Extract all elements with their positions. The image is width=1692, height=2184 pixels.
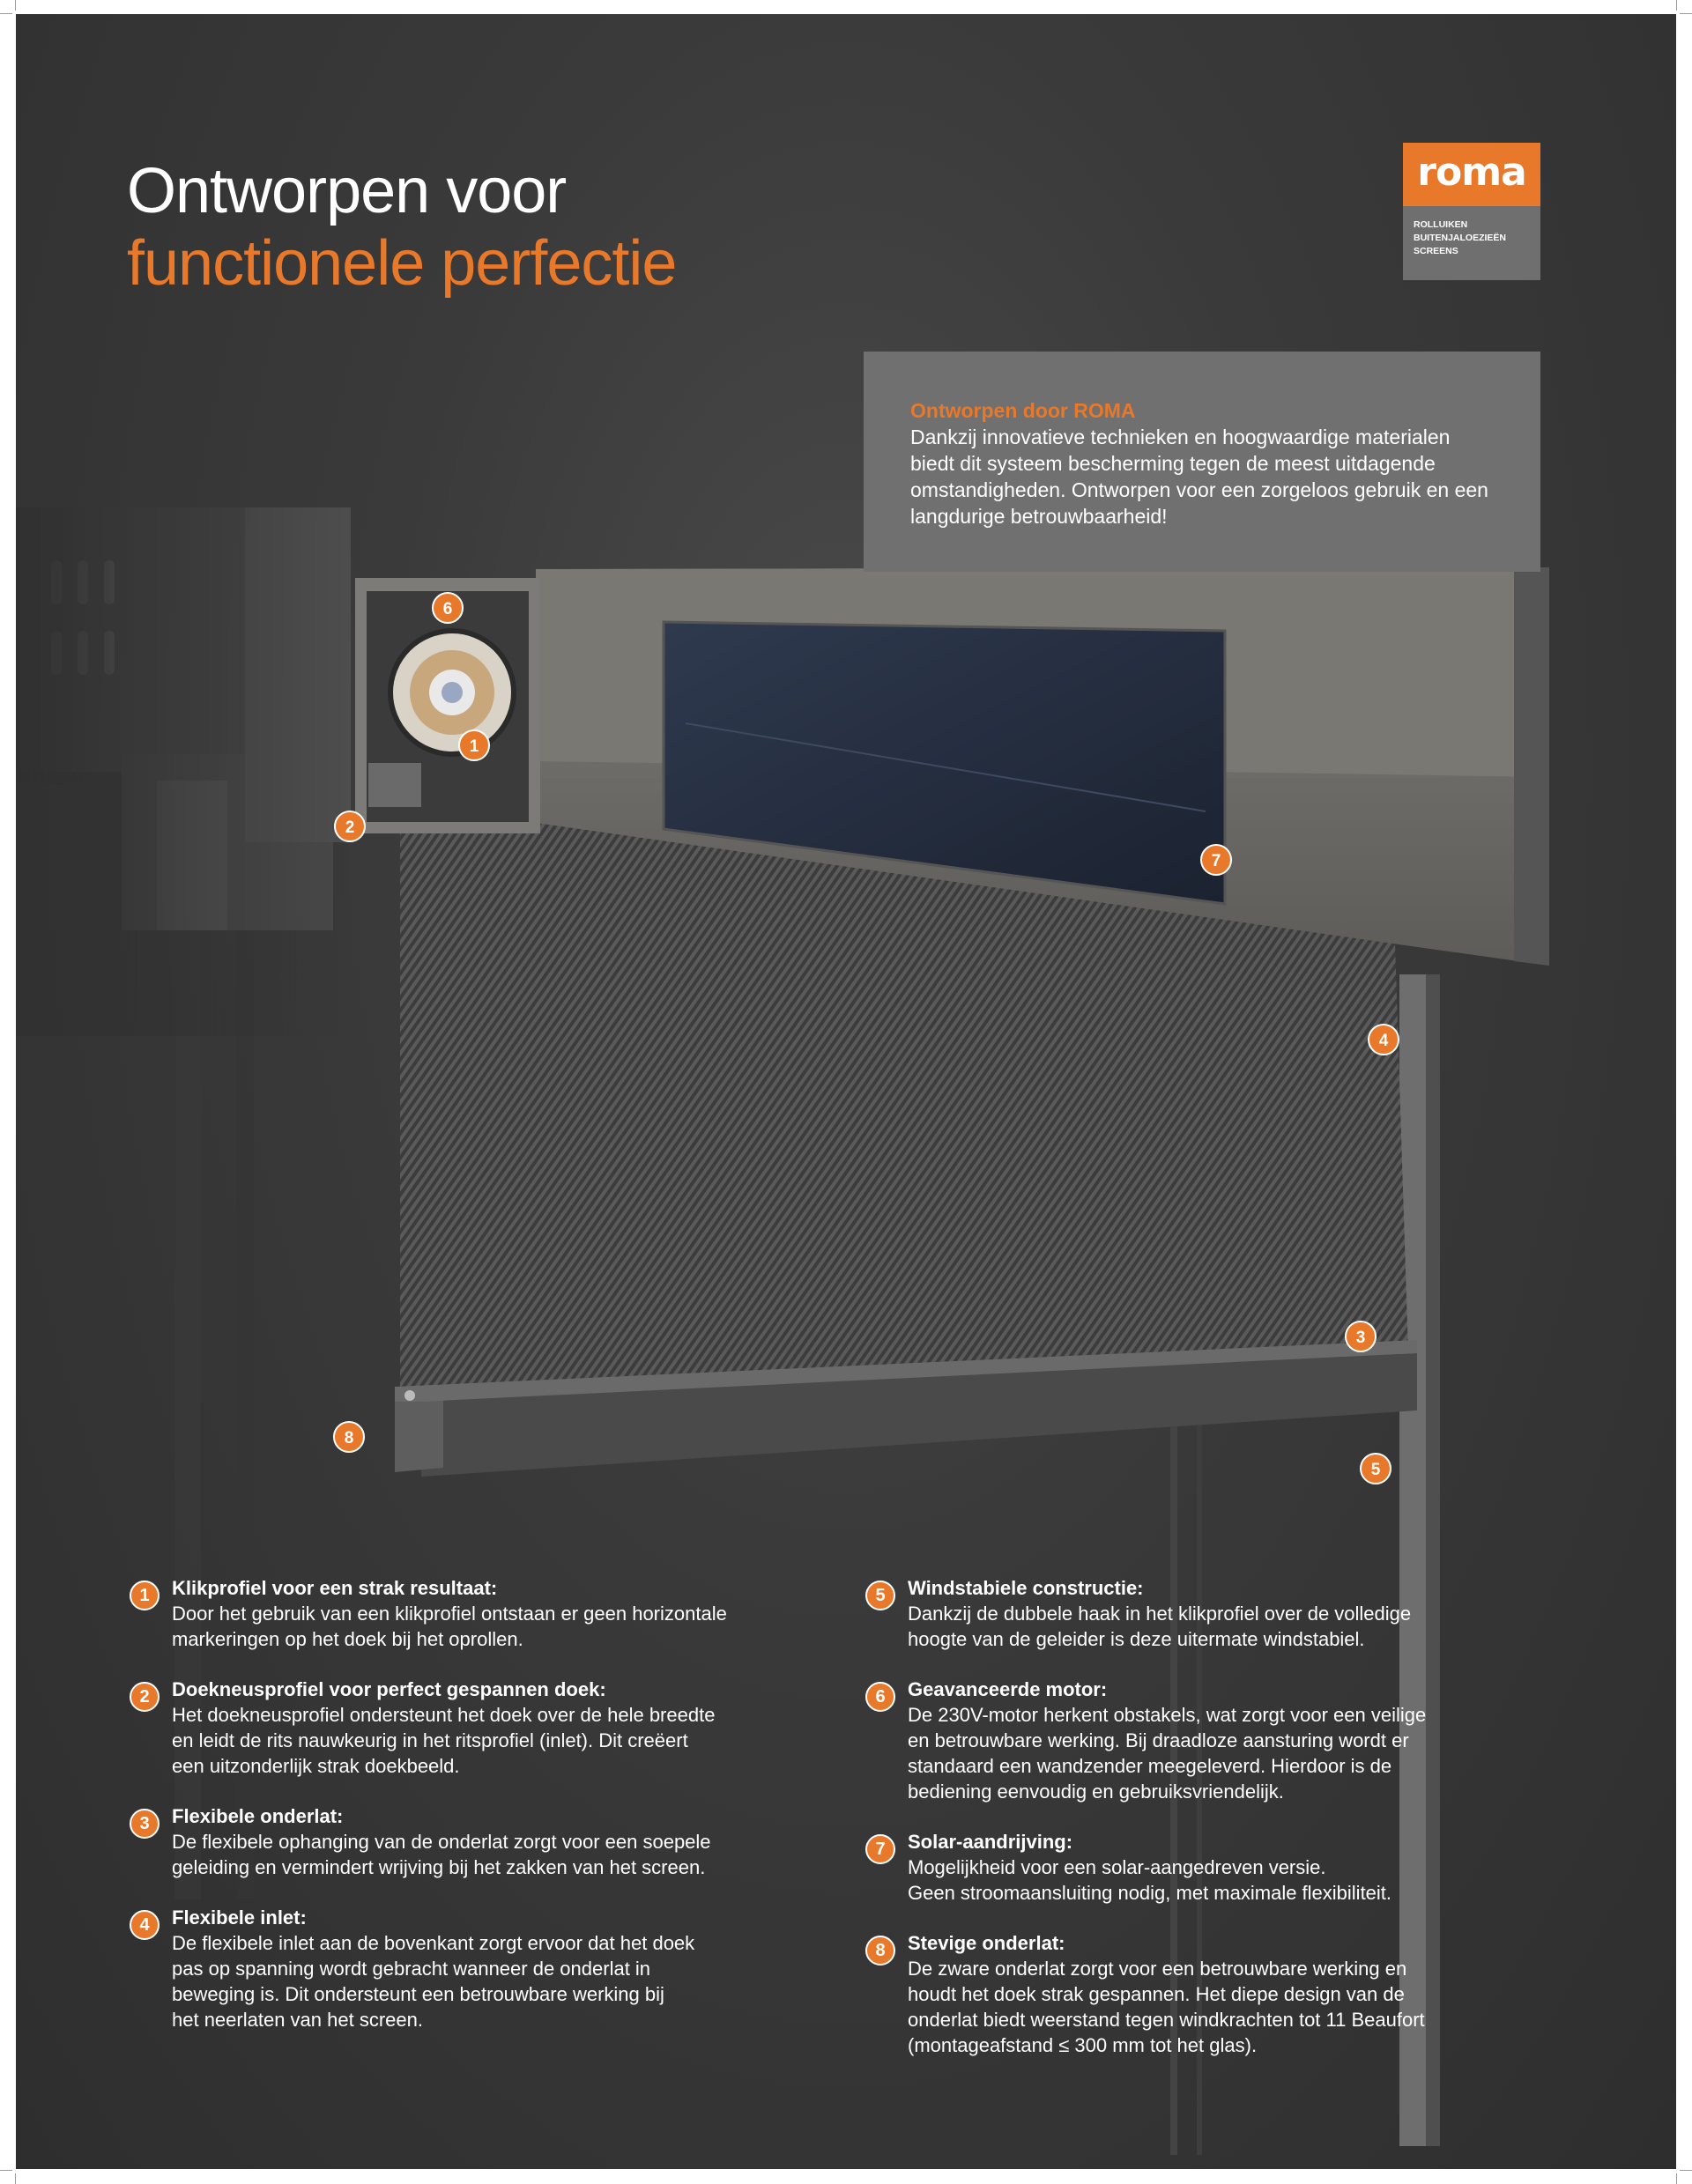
- title-line-2: functionele perfectie: [127, 228, 677, 299]
- badge-8: 8: [333, 1421, 365, 1453]
- logo-tagline-line: SCREENS: [1414, 246, 1458, 256]
- feature-item: 6 Geavanceerde motor: De 230V-motor herk…: [865, 1677, 1562, 1804]
- feature-text: Dankzij de dubbele haak in het klikprofi…: [908, 1603, 1412, 1650]
- feature-title: Doekneusprofiel voor perfect gespannen d…: [172, 1678, 606, 1700]
- badge-label: 1: [470, 737, 479, 756]
- feature-text: De flexibele ophanging van de onderlat z…: [172, 1831, 711, 1878]
- feature-title: Stevige onderlat:: [908, 1932, 1065, 1954]
- badge-label: 5: [1371, 1461, 1381, 1479]
- logo-tagline: ROLLUIKEN BUITENJALOEZIEËN SCREENS: [1403, 206, 1540, 280]
- feature-number-badge: 4: [130, 1910, 160, 1940]
- screen-illustration: 6 1 2 7 4 3 8 5: [16, 507, 1549, 2155]
- feature-text: Mogelijkheid voor een solar-aangedreven …: [908, 1856, 1392, 1904]
- badge-6: 6: [432, 592, 464, 624]
- badge-label: 2: [345, 818, 355, 837]
- feature-number-badge: 6: [865, 1682, 895, 1712]
- crop-mark: [1680, 2170, 1692, 2171]
- badge-label: 4: [1379, 1032, 1389, 1050]
- info-box: Ontworpen door ROMA Dankzij innovatieve …: [864, 352, 1540, 572]
- feature-title: Klikprofiel voor een strak resultaat:: [172, 1577, 498, 1599]
- crop-mark: [1676, 2173, 1677, 2184]
- feature-text: Het doekneusprofiel ondersteunt het doek…: [172, 1704, 716, 1777]
- side-rail-shape: [1399, 974, 1426, 2146]
- feature-item: 2 Doekneusprofiel voor perfect gespannen…: [130, 1677, 826, 1779]
- solar-panel-shape: [662, 620, 1227, 906]
- feature-text: De zware onderlat zorgt voor een betrouw…: [908, 1958, 1425, 2056]
- badge-label: 6: [443, 600, 453, 618]
- roma-logo: roma ROLLUIKEN BUITENJALOEZIEËN SCREENS: [1403, 143, 1540, 280]
- feature-number-badge: 3: [130, 1809, 160, 1839]
- badge-2: 2: [334, 811, 366, 842]
- badge-label: 7: [1212, 852, 1221, 870]
- feature-item: 7 Solar-aandrijving: Mogelijkheid voor e…: [865, 1829, 1562, 1906]
- badge-7: 7: [1200, 844, 1232, 876]
- logo-tagline-line: ROLLUIKEN: [1414, 219, 1468, 230]
- feature-number-badge: 1: [130, 1581, 160, 1610]
- crop-mark: [0, 13, 12, 14]
- feature-number-badge: 8: [865, 1936, 895, 1966]
- feature-number-badge: 2: [130, 1682, 160, 1712]
- feature-number-badge: 7: [865, 1834, 895, 1864]
- feature-text: Door het gebruik van een klikprofiel ont…: [172, 1603, 727, 1650]
- feature-item: 1 Klikprofiel voor een strak resultaat: …: [130, 1575, 826, 1652]
- badge-5: 5: [1360, 1453, 1391, 1484]
- features-right-column: 5 Windstabiele constructie: Dankzij de d…: [865, 1575, 1562, 2083]
- title-line-1: Ontworpen voor: [127, 156, 567, 226]
- page-title: Ontworpen voor functionele perfectie: [127, 155, 677, 300]
- crop-mark: [15, 2173, 16, 2184]
- badge-label: 3: [1356, 1329, 1366, 1347]
- feature-item: 3 Flexibele onderlat: De flexibele ophan…: [130, 1803, 826, 1880]
- window-frame-shape: [16, 507, 351, 1899]
- feature-title: Flexibele onderlat:: [172, 1805, 344, 1827]
- brochure-page: 6 1 2 7 4 3 8 5 Ontw: [16, 14, 1676, 2169]
- info-box-title: Ontworpen door ROMA: [910, 399, 1136, 422]
- feature-text: De flexibele inlet aan de bovenkant zorg…: [172, 1932, 695, 2031]
- badge-label: 8: [345, 1429, 354, 1447]
- features-left-column: 1 Klikprofiel voor een strak resultaat: …: [130, 1575, 826, 2057]
- feature-title: Solar-aandrijving:: [908, 1831, 1073, 1853]
- badge-3: 3: [1345, 1321, 1377, 1352]
- crop-mark: [0, 2170, 12, 2171]
- crop-mark: [1680, 13, 1692, 14]
- feature-item: 5 Windstabiele constructie: Dankzij de d…: [865, 1575, 1562, 1652]
- feature-title: Geavanceerde motor:: [908, 1678, 1108, 1700]
- feature-title: Flexibele inlet:: [172, 1906, 307, 1929]
- feature-number-badge: 5: [865, 1581, 895, 1610]
- bottom-bar-shape: [421, 1353, 1417, 1477]
- crop-mark: [15, 0, 16, 11]
- logo-tagline-line: BUITENJALOEZIEËN: [1414, 233, 1507, 243]
- feature-item: 8 Stevige onderlat: De zware onderlat zo…: [865, 1930, 1562, 2058]
- screen-fabric-shape: [400, 754, 1408, 1388]
- logo-wordmark: roma: [1417, 150, 1526, 195]
- feature-item: 4 Flexibele inlet: De flexibele inlet aa…: [130, 1905, 826, 2032]
- logo-wordmark-block: roma: [1403, 143, 1540, 206]
- info-box-text: Dankzij innovatieve technieken en hoogwa…: [910, 426, 1488, 528]
- feature-title: Windstabiele constructie:: [908, 1577, 1144, 1599]
- badge-4: 4: [1368, 1024, 1399, 1055]
- feature-text: De 230V-motor herkent obstakels, wat zor…: [908, 1704, 1427, 1803]
- badge-1: 1: [458, 729, 490, 761]
- crop-mark: [1676, 0, 1677, 11]
